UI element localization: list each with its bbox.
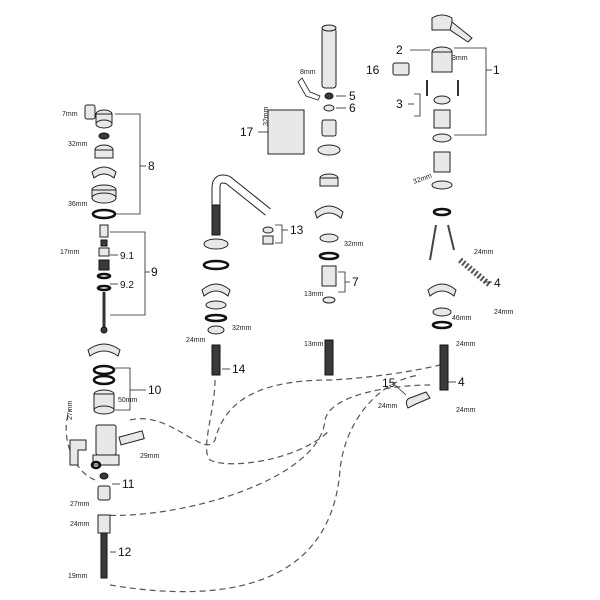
leader-15 [394,384,407,396]
part-13-nut-pair [262,226,274,245]
dim-24mm-d: 24mm [186,337,206,344]
dim-24mm-f: 24mm [378,403,398,410]
callout-7: 7 [352,275,359,289]
dim-27mm-b: 27mm [70,501,90,508]
dim-19mm: 19mm [68,573,88,580]
hose-line-outer [109,374,421,593]
dim-27mm-a: 27mm [67,400,74,420]
callout-8: 8 [148,159,155,173]
callout-17: 17 [240,125,254,139]
dim-32mm-d: 32mm [232,325,252,332]
part-9-cartridge [96,224,112,334]
bracket-1 [454,47,487,136]
callout-15: 15 [382,376,396,390]
part-11-fitting [97,472,111,501]
bracket-7 [338,271,346,293]
valve-body [69,424,145,470]
callout-1: 1 [493,63,500,77]
hose-line-middle [99,384,431,517]
dim-24mm-b: 24mm [494,309,514,316]
bracket-13 [275,224,283,244]
hose-line-left [65,409,96,481]
callout-5: 5 [349,89,356,103]
callout-3: 3 [396,97,403,111]
dim-24mm-a: 24mm [474,249,494,256]
dim-13mm-a: 13mm [304,291,324,298]
dim-32mm-b: 32mm [263,106,270,126]
dim-24mm-h: 24mm [70,521,90,528]
bracket-8 [115,113,141,215]
callout-4a: 4 [494,276,501,290]
callout-12: 12 [118,545,132,559]
callout-13: 13 [290,223,304,237]
dim-32mm-e: 32mm [412,173,433,186]
hose-line-spout [206,379,331,465]
handle-assembly [392,14,473,330]
dim-17mm: 17mm [60,249,80,256]
callout-9: 9 [151,265,158,279]
part-8-cap-assembly [84,104,117,220]
dim-32mm-c: 32mm [344,241,364,248]
spout-assembly [201,174,271,376]
callout-6: 6 [349,101,356,115]
callout-11: 11 [122,477,135,491]
dim-24mm-c: 24mm [456,341,476,348]
dim-29mm: 29mm [140,453,160,460]
callout-14: 14 [232,362,246,376]
part-12-hose [97,514,111,579]
bracket-10 [115,367,131,411]
callout-9-2: 9.2 [120,280,134,291]
bracket-3 [414,93,421,117]
dim-3mm: 3mm [452,55,468,62]
dim-7mm: 7mm [62,111,78,118]
part-17-diverter-insert [267,109,305,155]
dim-46mm: 46mm [452,315,472,322]
dim-32mm-a: 32mm [68,141,88,148]
dim-13mm-b: 13mm [304,341,324,348]
part-15-elbow [405,391,431,409]
part-10-body-rings [87,343,121,415]
callout-2: 2 [396,43,403,57]
bracket-9 [110,231,146,316]
dim-50mm: 50mm [118,397,138,404]
dim-8mm: 8mm [300,69,316,76]
callout-16: 16 [366,63,380,77]
dim-24mm-g: 24mm [456,407,476,414]
callout-4b: 4 [458,375,465,389]
callout-10: 10 [148,383,162,397]
dim-36mm: 36mm [68,201,88,208]
hand-shower-assembly [314,24,344,376]
callout-9-1: 9.1 [120,251,134,262]
supply-hoses-4 [429,224,492,391]
tool-8mm [297,77,321,101]
